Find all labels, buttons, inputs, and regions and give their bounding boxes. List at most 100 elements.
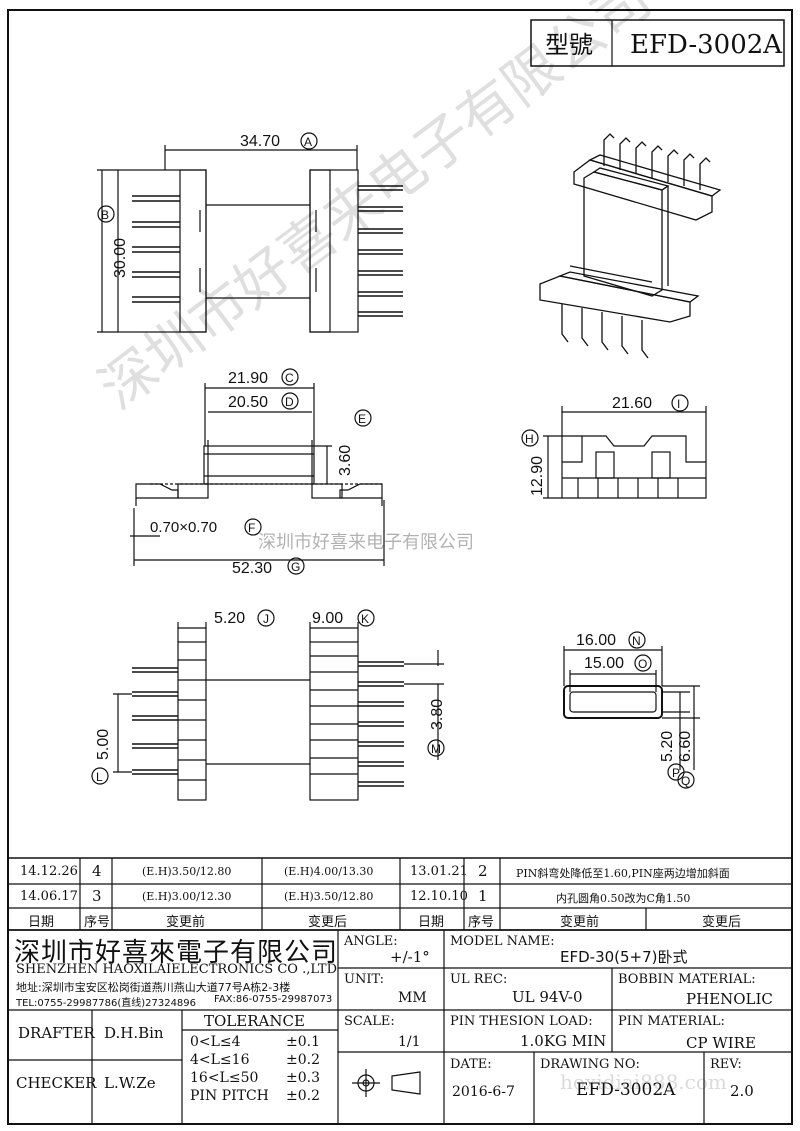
company-address: 地址:深圳市宝安区松岗街道燕川燕山大道77号A栋2-3楼 [16, 981, 291, 994]
tol-val-2: ±0.2 [286, 1052, 320, 1068]
rev-no: 4 [92, 862, 102, 880]
dim-h-letter: H [525, 432, 534, 446]
dim-q-letter: Q [681, 774, 690, 788]
title-block [8, 930, 792, 1124]
company-name-en: SHENZHEN HAOXILAIELECTRONICS CO .,LTD [16, 962, 338, 977]
dim-p-value: 5.20 [659, 731, 676, 762]
unit-label: UNIT: [344, 972, 385, 987]
dim-k-letter: K [361, 612, 369, 626]
dim-a-letter: A [304, 135, 312, 149]
tol-range-4: PIN PITCH [190, 1088, 269, 1104]
section-view [563, 646, 700, 770]
dim-d-letter: D [285, 395, 294, 409]
ul-label: UL REC: [450, 972, 508, 987]
rev-before: (E.H)3.50/12.80 [142, 865, 232, 878]
scale-value: 1/1 [398, 1034, 421, 1050]
tol-range-3: 16<L≤50 [190, 1070, 259, 1086]
dim-o-value: 15.00 [584, 655, 624, 672]
dim-h-marker [521, 429, 539, 447]
drawing-no-label: DRAWING NO: [540, 1057, 640, 1072]
dim-o-marker [634, 654, 652, 672]
dim-c-value: 21.90 [228, 370, 268, 387]
model-name-label: MODEL NAME: [450, 934, 555, 949]
rev-after: (E.H)4.00/13.30 [284, 865, 374, 878]
checker-value: L.W.Ze [104, 1074, 156, 1092]
dim-d-value: 20.50 [228, 394, 268, 411]
dim-m-value: 3.80 [429, 699, 446, 730]
rev-no2: 1 [478, 887, 488, 905]
dim-l-marker [91, 767, 109, 785]
dim-q-marker [677, 771, 695, 789]
revision-table [8, 857, 792, 931]
dim-i-value: 21.60 [612, 395, 652, 412]
rev-header-before: 变更前 [166, 915, 206, 930]
ul-value: UL 94V-0 [512, 988, 583, 1006]
tolerance-title: TOLERANCE [204, 1012, 305, 1030]
rev-desc: PIN斜弯处降低至1.60,PIN座两边增加斜面 [516, 867, 730, 880]
dim-j-value: 5.20 [214, 610, 245, 627]
rev-value: 2.0 [730, 1082, 754, 1100]
dim-e-marker [354, 409, 372, 427]
dim-d-marker [281, 392, 299, 410]
drafter-value: D.H.Bin [104, 1024, 164, 1042]
dim-i-letter: I [677, 397, 680, 411]
rev-header-after: 变更后 [308, 915, 348, 930]
rev-before: (E.H)3.00/12.30 [142, 890, 232, 903]
dim-q-value: 6.60 [677, 731, 694, 762]
rev-date2: 13.01.21 [410, 864, 468, 879]
dim-h-value: 12.90 [529, 456, 546, 496]
dim-j-marker [257, 609, 275, 627]
drafter-label: DRAFTER [18, 1024, 95, 1042]
company-tel: TEL:0755-29987786(直线)27324896 [16, 998, 197, 1009]
sheet-border [7, 9, 793, 1125]
rev-desc: 内孔圆角0.50改为C角1.50 [556, 892, 691, 905]
rev-date: 14.06.17 [20, 889, 78, 904]
angle-label: ANGLE: [344, 934, 398, 949]
model-name-value: EFD-30(5+7)卧式 [560, 948, 688, 966]
dim-k-value: 9.00 [312, 610, 343, 627]
dim-j-letter: J [263, 612, 269, 626]
rev-no: 3 [92, 887, 102, 905]
date-value: 2016-6-7 [452, 1084, 515, 1100]
rev-date: 14.12.26 [20, 864, 78, 879]
dim-m-marker [427, 739, 445, 757]
model-label: 型號 [545, 31, 593, 59]
dim-f-value: 0.70×0.70 [150, 519, 217, 536]
dim-b-letter: B [101, 208, 109, 222]
company-fax: FAX:86-0755-29987073 [214, 994, 333, 1005]
rev-no2: 2 [478, 862, 488, 880]
dim-p-letter: P [672, 766, 680, 780]
bottom-view [113, 622, 444, 801]
angle-value: +/-1° [390, 948, 430, 966]
scale-label: SCALE: [344, 1014, 395, 1029]
dim-l-letter: L [96, 770, 103, 784]
dim-n-marker [628, 631, 646, 649]
dim-g-marker [287, 557, 305, 575]
dim-n-value: 16.00 [576, 632, 616, 649]
dim-b-value: 30.00 [112, 238, 129, 278]
dim-i-marker [671, 394, 689, 412]
rev-header-after2: 变更后 [702, 915, 742, 930]
bobbin-label: BOBBIN MATERIAL: [618, 972, 756, 987]
tol-val-4: ±0.2 [286, 1088, 320, 1104]
side-view [543, 406, 707, 499]
dim-a-value: 34.70 [240, 133, 280, 150]
dim-b-marker [97, 205, 115, 223]
pin-load-value: 1.0KG MIN [520, 1032, 607, 1050]
tol-range-2: 4<L≤16 [190, 1052, 250, 1068]
date-label: DATE: [450, 1057, 492, 1072]
dim-n-letter: N [632, 634, 641, 648]
rev-after: (E.H)3.50/12.80 [284, 890, 374, 903]
drawing-no-value: EFD-3002A [576, 1080, 676, 1100]
front-view [130, 383, 385, 566]
dim-f-marker [244, 518, 262, 536]
rev-header-date: 日期 [28, 915, 55, 930]
bobbin-value: PHENOLIC [686, 990, 773, 1008]
tol-range-1: 0<L≤4 [190, 1034, 241, 1050]
top-view [97, 145, 403, 333]
rev-header-date2: 日期 [418, 915, 445, 930]
rev-date2: 12.10.10 [410, 889, 468, 904]
rev-header-before2: 变更前 [560, 915, 600, 930]
model-header: 型號 EFD-3002A [530, 19, 785, 67]
checker-label: CHECKER [16, 1074, 97, 1092]
